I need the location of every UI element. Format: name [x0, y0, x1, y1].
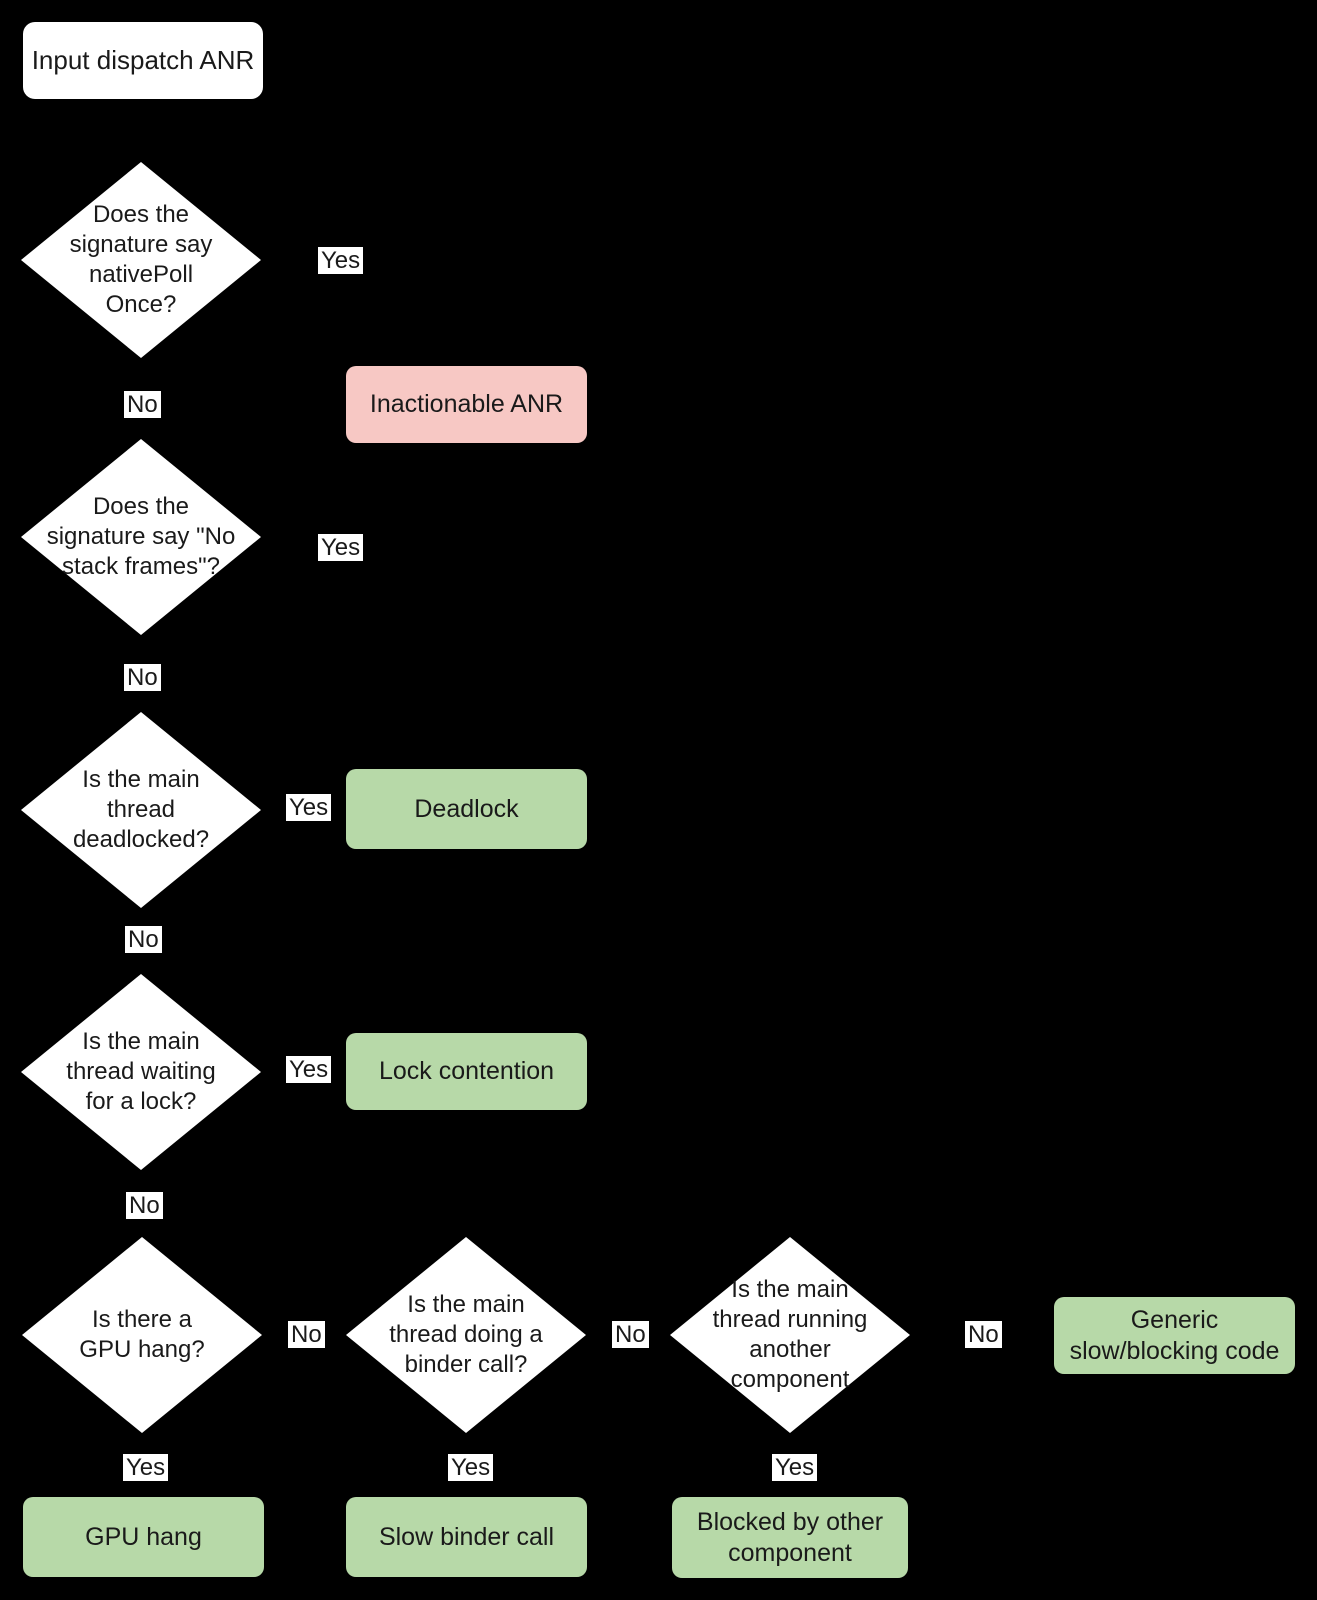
decision-main-thread-running-another-component: Is the main thread running another compo… — [670, 1237, 910, 1433]
outcome-inactionable-anr: Inactionable ANR — [346, 366, 587, 443]
decision-question: Is the main thread doing a binder call? — [389, 1291, 543, 1378]
edge-label-yes-binder-call: Yes — [448, 1454, 494, 1481]
edge-label-yes-deadlocked: Yes — [286, 794, 332, 821]
decision-native-poll-once: Does the signature say nativePoll Once? — [21, 162, 261, 358]
diamond-shape — [22, 1237, 262, 1433]
outcome-generic-slow-blocking-code: Generic slow/blocking code — [1054, 1297, 1295, 1374]
diamond-shape — [670, 1237, 910, 1433]
edge-label-yes-native-poll: Yes — [318, 247, 364, 274]
decision-question: Does the signature say nativePoll Once? — [69, 201, 213, 318]
decision-no-stack-frames: Does the signature say "No stack frames"… — [21, 439, 261, 635]
outcome-blocked-by-other-component: Blocked by other component — [672, 1497, 908, 1578]
decision-main-thread-deadlocked: Is the main thread deadlocked? — [21, 712, 261, 908]
decision-question: Is the main thread running another compo… — [712, 1276, 868, 1393]
diamond-shape — [21, 439, 261, 635]
edge-label-no-another-component: No — [965, 1321, 1002, 1348]
edge-label-no-waiting-lock: No — [126, 1192, 163, 1219]
diamond-shape — [346, 1237, 586, 1433]
decision-main-thread-binder-call: Is the main thread doing a binder call? — [346, 1237, 586, 1433]
outcome-label: Generic slow/blocking code — [1069, 1305, 1280, 1365]
decision-main-thread-waiting-for-lock: Is the main thread waiting for a lock? — [21, 974, 261, 1170]
edge-label-no-gpu-hang: No — [288, 1321, 325, 1348]
edge-label-no-no-stack-frames: No — [124, 664, 161, 691]
outcome-slow-binder-call: Slow binder call — [346, 1497, 587, 1577]
decision-question: Is the main thread deadlocked? — [72, 766, 210, 853]
edge-label-no-native-poll: No — [124, 391, 161, 418]
edge-label-no-binder-call: No — [612, 1321, 649, 1348]
start-node-input-dispatch-anr: Input dispatch ANR — [23, 22, 263, 99]
outcome-label: Inactionable ANR — [369, 390, 564, 418]
diamond-shape — [21, 162, 261, 358]
edge-label-no-deadlocked: No — [125, 926, 162, 953]
diamond-shape — [21, 974, 261, 1170]
outcome-label: GPU hang — [85, 1522, 202, 1551]
decision-question: Is there a GPU hang? — [79, 1306, 205, 1363]
edge-label-yes-no-stack-frames: Yes — [318, 534, 364, 561]
outcome-label: Deadlock — [414, 794, 519, 823]
edge-label-yes-another-component: Yes — [772, 1454, 818, 1481]
outcome-gpu-hang: GPU hang — [23, 1497, 264, 1577]
start-node-label: Input dispatch ANR — [31, 45, 255, 75]
edge-label-yes-waiting-lock: Yes — [286, 1056, 332, 1083]
outcome-deadlock: Deadlock — [346, 769, 587, 849]
decision-question: Is the main thread waiting for a lock? — [66, 1028, 216, 1115]
outcome-lock-contention: Lock contention — [346, 1033, 587, 1110]
diamond-shape — [21, 712, 261, 908]
decision-gpu-hang: Is there a GPU hang? — [22, 1237, 262, 1433]
outcome-label: Slow binder call — [378, 1522, 555, 1551]
edge-label-yes-gpu-hang: Yes — [123, 1454, 169, 1481]
outcome-label: Blocked by other component — [696, 1507, 884, 1567]
decision-question: Does the signature say "No stack frames"… — [46, 493, 236, 580]
outcome-label: Lock contention — [378, 1057, 555, 1085]
